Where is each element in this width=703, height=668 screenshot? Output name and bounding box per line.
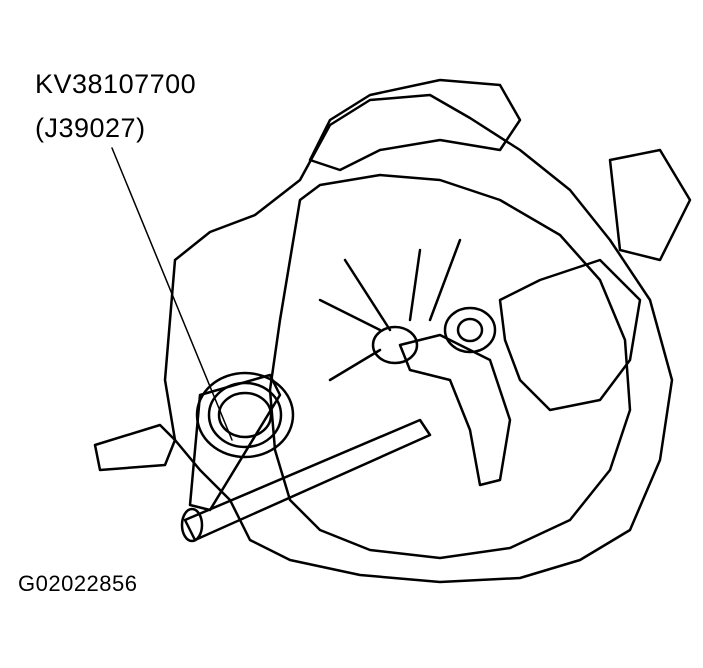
figure-id: G02022856 xyxy=(18,571,138,596)
housing-inner xyxy=(268,173,632,560)
shaft-stub xyxy=(93,423,177,472)
housing-outline xyxy=(163,93,674,584)
tool-alt-number: (J39027) xyxy=(35,113,146,143)
hand-top xyxy=(308,78,522,172)
tool-shaft xyxy=(183,418,432,542)
bearing-center xyxy=(371,325,419,365)
rib xyxy=(318,238,462,382)
tool-part-number: KV38107700 xyxy=(35,69,197,99)
seal-bearing xyxy=(195,371,295,459)
tool-handle xyxy=(398,333,512,487)
hand-right xyxy=(498,258,642,412)
